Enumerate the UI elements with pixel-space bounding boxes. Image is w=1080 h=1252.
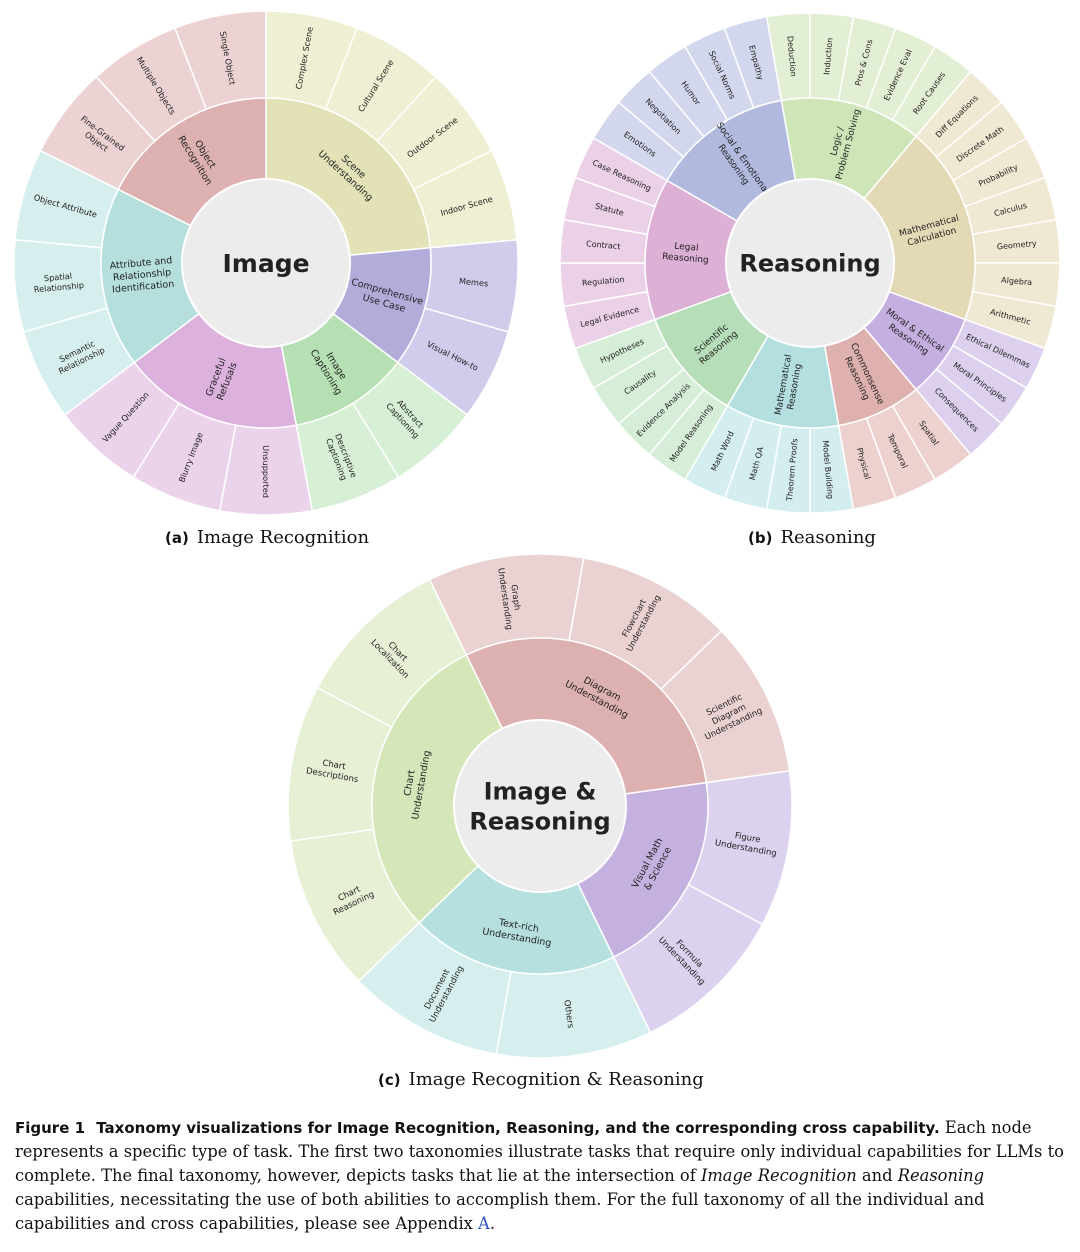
caption-a: (a) Image Recognition: [165, 527, 369, 548]
figure-text-2: and: [861, 1166, 893, 1185]
center-disc: [181, 178, 351, 348]
leaf-label-unsupported: Unsupported: [261, 445, 271, 498]
caption-a-tag: (a): [165, 529, 189, 547]
leaf-label-geometry: Geometry: [996, 239, 1037, 251]
leaf-label-regulation: Regulation: [582, 275, 625, 288]
figure-em-1: Image Recognition: [700, 1166, 857, 1185]
figure-text-4: .: [489, 1214, 495, 1233]
leaf-label-spatial-relationship: SpatialRelationship: [32, 270, 84, 295]
center-label: Image &Reasoning: [469, 777, 610, 835]
category-label-legal-reasoning: LegalReasoning: [662, 241, 710, 266]
caption-a-text: Image Recognition: [196, 527, 370, 548]
caption-b: (b) Reasoning: [748, 527, 876, 548]
figure-text-1: Each node represents a specific type of …: [15, 1118, 1064, 1185]
figure-caption: Figure 1 Taxonomy visualizations for Ima…: [15, 1116, 1065, 1236]
center-disc: [725, 178, 895, 348]
appendix-link[interactable]: A: [478, 1214, 490, 1233]
caption-b-text: Reasoning: [780, 527, 876, 548]
leaf-label-algebra: Algebra: [1001, 276, 1033, 288]
figure-text-3: capabilities, necessitating the use of b…: [15, 1190, 985, 1233]
category-label-mathematical-calculation: MathematicalCalculation: [898, 214, 963, 250]
leaf-label-contract: Contract: [586, 239, 621, 251]
center-label: Reasoning: [739, 249, 880, 277]
figure-label: Figure 1: [15, 1119, 86, 1137]
caption-c-text: Image Recognition & Reasoning: [408, 1069, 704, 1090]
leaf-label-memes: Memes: [459, 276, 489, 289]
caption-b-tag: (b): [748, 529, 773, 547]
caption-c: (c) Image Recognition & Reasoning: [378, 1069, 704, 1090]
leaf-label-induction: Induction: [822, 37, 834, 75]
center-disc: [453, 719, 627, 893]
figure-title: Taxonomy visualizations for Image Recogn…: [96, 1119, 940, 1137]
figure-em-2: Reasoning: [897, 1166, 985, 1185]
caption-c-tag: (c): [378, 1071, 401, 1089]
leaf-label-others: Others: [561, 999, 575, 1029]
leaf-label-deduction: Deduction: [785, 36, 798, 78]
category-label-attribute-and-relationship-identification: Attribute andRelationshipIdentification: [109, 255, 175, 295]
center-label: Image: [222, 249, 309, 278]
